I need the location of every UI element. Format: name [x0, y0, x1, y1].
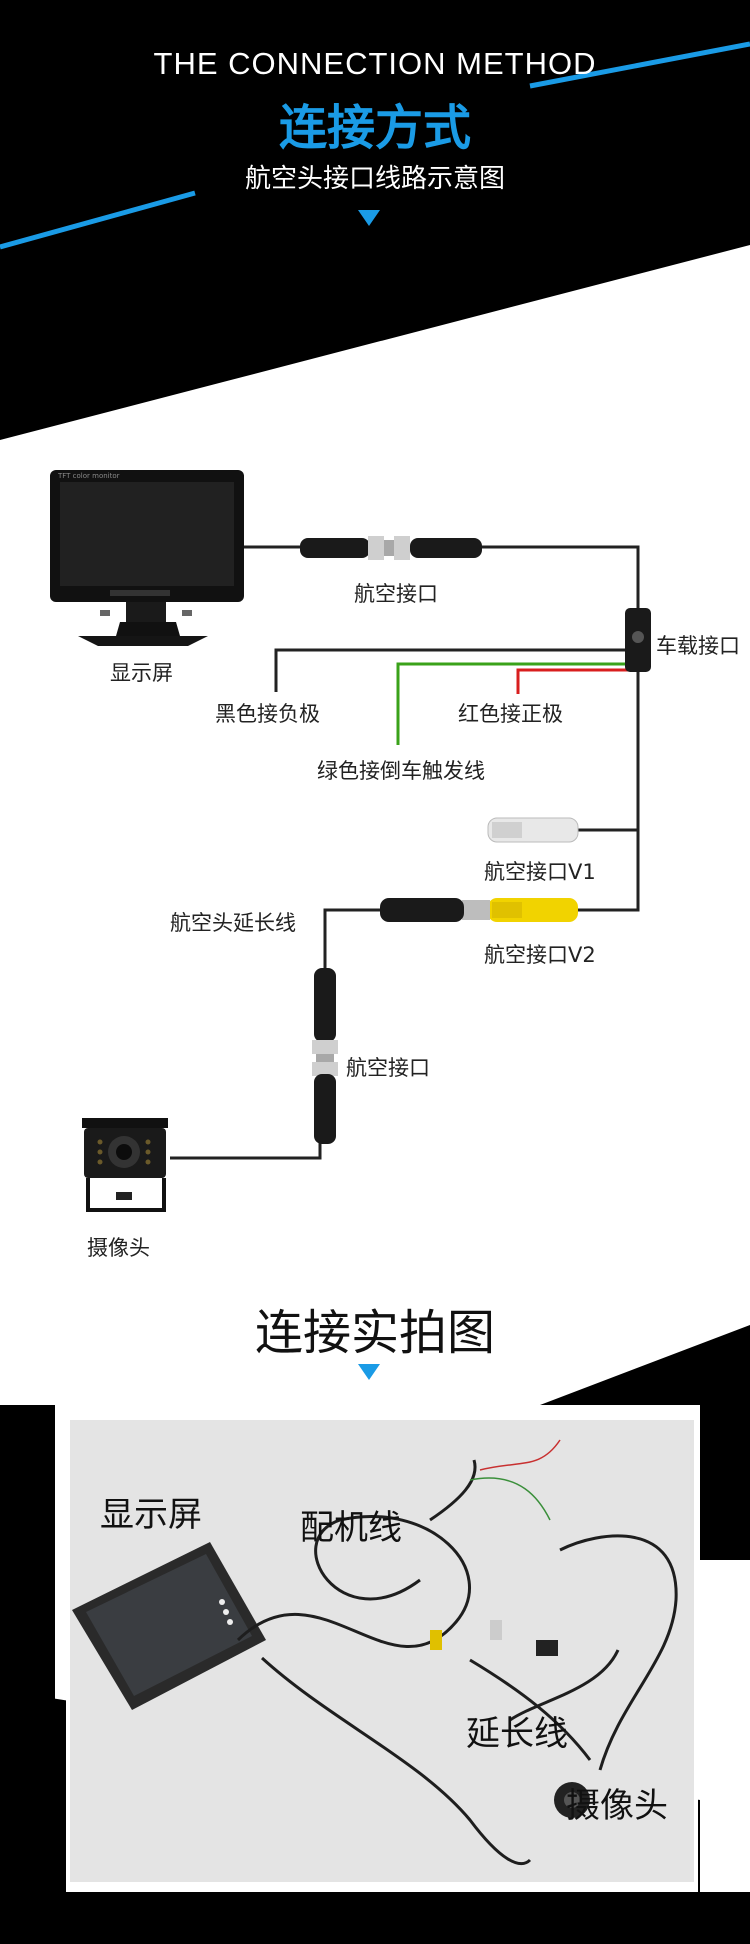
- connection-photo: [66, 1418, 698, 1892]
- down-arrow-icon: [358, 210, 380, 226]
- section-title-cn: 连接方式: [278, 100, 471, 156]
- photo-label-matching-cable: 配机线: [300, 1508, 402, 1548]
- section-title-en: THE CONNECTION METHOD: [153, 46, 597, 81]
- camera-cable: [170, 1120, 322, 1160]
- label-connector-v2: 航空接口V2: [484, 943, 596, 967]
- label-green-reverse: 绿色接倒车触发线: [317, 759, 485, 783]
- rca-connector-v1: [487, 817, 579, 843]
- label-aviation-connector-top: 航空接口: [354, 582, 438, 606]
- label-camera: 摄像头: [87, 1236, 150, 1260]
- monitor-image: TFT color monitor: [50, 470, 244, 646]
- photo-band-diagonal: [540, 1325, 750, 1560]
- down-arrow-icon-2: [358, 1364, 380, 1380]
- svg-text:TFT color monitor: TFT color monitor: [57, 472, 120, 480]
- ext-horizontal: [323, 908, 380, 968]
- photo-label-camera: 摄像头: [566, 1786, 668, 1826]
- header-band: [0, 0, 750, 440]
- photo-section-title: 连接实拍图: [254, 1305, 495, 1361]
- vehicle-interface-block: [625, 608, 651, 672]
- section-subtitle: 航空头接口线路示意图: [244, 164, 505, 194]
- label-monitor: 显示屏: [110, 661, 173, 685]
- rca-connector-v2: [380, 898, 578, 922]
- camera-image: [82, 1118, 168, 1212]
- green-wire: [396, 662, 630, 745]
- label-black-negative: 黑色接负极: [215, 702, 320, 726]
- trunk-cable: [482, 545, 640, 612]
- label-connector-v1: 航空接口V1: [484, 860, 596, 884]
- accent-stripe-right: [529, 41, 750, 89]
- aviation-connector-top: [300, 536, 482, 560]
- red-wire: [516, 668, 630, 694]
- black-wire: [274, 648, 630, 692]
- label-aviation-connector-bottom: 航空接口: [346, 1056, 430, 1080]
- trunk-lower: [575, 668, 640, 832]
- aviation-connector-bottom: [312, 968, 338, 1144]
- accent-stripe-left: [0, 190, 196, 250]
- label-extension-cable: 航空头延长线: [170, 911, 296, 935]
- label-red-positive: 红色接正极: [458, 702, 563, 726]
- photo-label-monitor: 显示屏: [100, 1495, 202, 1535]
- photo-label-extension: 延长线: [466, 1714, 568, 1754]
- v2-branch: [575, 830, 640, 912]
- label-vehicle-interface: 车载接口: [656, 634, 740, 658]
